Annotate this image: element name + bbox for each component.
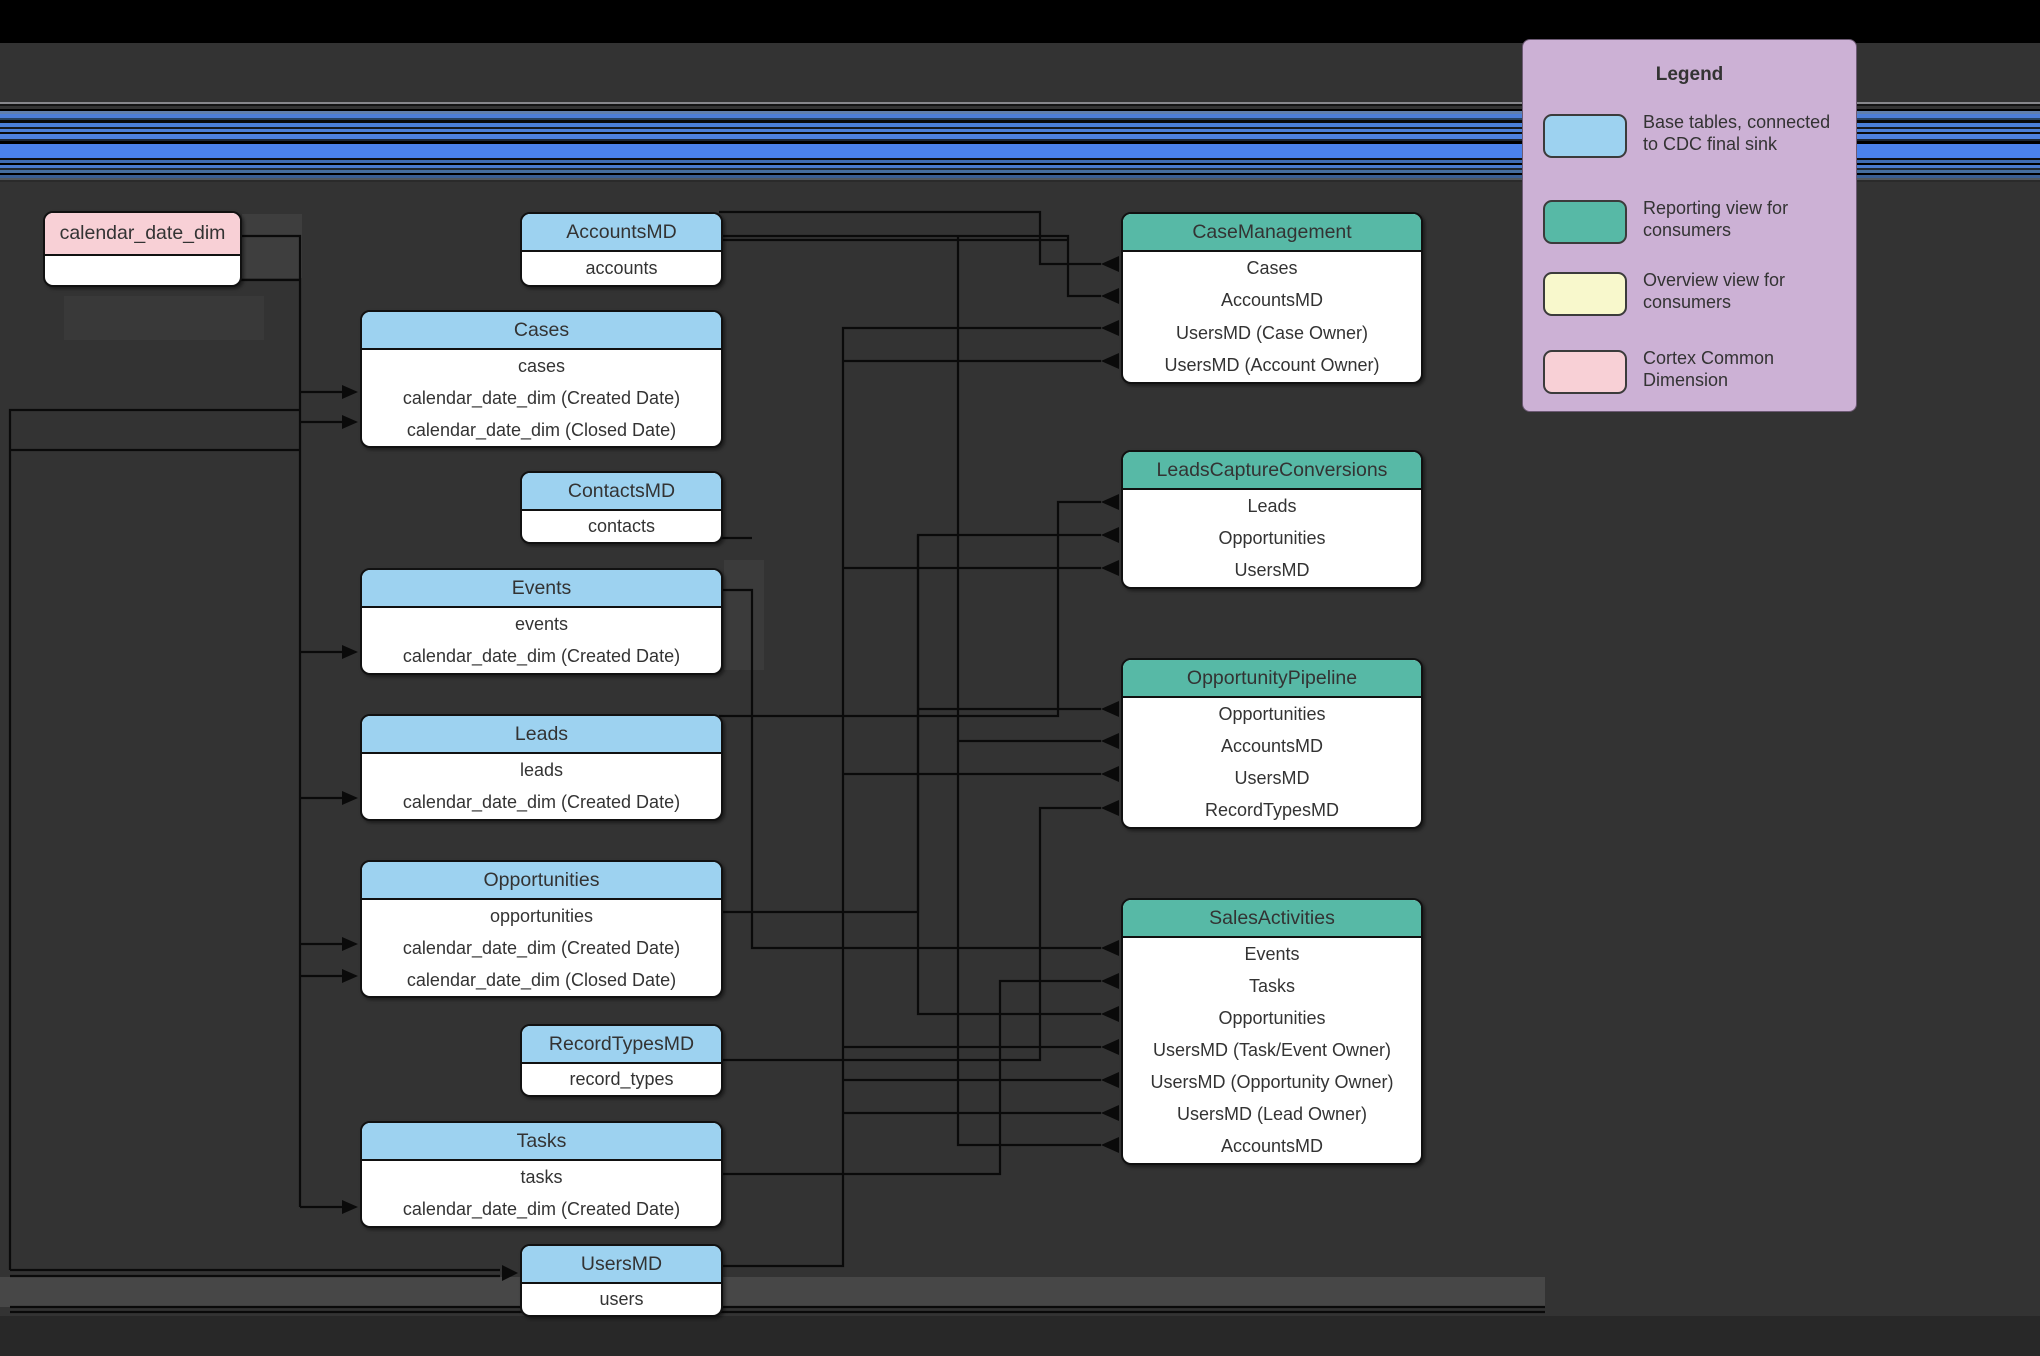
table-row[interactable]: Cases [1246, 257, 1298, 278]
table-row[interactable]: tasks [520, 1166, 563, 1187]
view-header: SalesActivities [1123, 900, 1421, 938]
table-header: ContactsMD [522, 473, 721, 511]
table-row[interactable]: calendar_date_dim (Created Date) [402, 646, 681, 667]
table-header: UsersMD [522, 1246, 721, 1284]
legend-item-reporting-view: Reporting view for consumers [1543, 198, 1843, 244]
table-opportunities[interactable]: Opportunities opportunities calendar_date… [360, 860, 723, 998]
connector-lines [8, 210, 1545, 1314]
table-header: RecordTypesMD [522, 1026, 721, 1064]
view-header: LeadsCaptureConversions [1123, 452, 1421, 490]
table-events[interactable]: Events events calendar_date_dim (Created … [360, 568, 723, 675]
table-row[interactable]: cases [517, 355, 566, 376]
legend-panel: Legend Base tables, connected to CDC fin… [1522, 39, 1857, 412]
table-row[interactable]: UsersMD (Lead Owner) [1176, 1104, 1368, 1125]
table-row[interactable]: leads [519, 759, 564, 780]
view-title: LeadsCaptureConversions [1156, 458, 1388, 481]
table-title: calendar_date_dim [59, 222, 226, 244]
table-row[interactable]: Opportunities [1218, 1007, 1326, 1028]
table-title: Leads [514, 722, 569, 745]
table-row[interactable]: Leads [1247, 495, 1297, 516]
overview-view-swatch [1543, 272, 1627, 316]
table-row[interactable]: record_types [569, 1069, 674, 1089]
table-header: Leads [362, 716, 721, 754]
arrowhead-icons [342, 256, 1119, 1281]
table-header: Events [362, 570, 721, 608]
table-row[interactable]: Tasks [1248, 975, 1295, 996]
table-row[interactable]: AccountsMD [1220, 735, 1324, 756]
table-title: Tasks [516, 1129, 567, 1152]
table-row[interactable]: UsersMD (Task/Event Owner) [1152, 1039, 1392, 1060]
table-row[interactable]: calendar_date_dim (Created Date) [402, 387, 681, 408]
table-record-types-md[interactable]: RecordTypesMD record_types [520, 1024, 723, 1097]
table-row[interactable]: AccountsMD [1220, 290, 1324, 311]
legend-item-label: Reporting view for consumers [1643, 198, 1789, 240]
table-row[interactable]: calendar_date_dim (Created Date) [402, 1199, 681, 1220]
table-leads[interactable]: Leads leads calendar_date_dim (Created Da… [360, 714, 723, 821]
reporting-view-swatch [1543, 200, 1627, 244]
table-users-md[interactable]: UsersMD users [520, 1244, 723, 1317]
table-row[interactable]: calendar_date_dim (Created Date) [402, 937, 681, 958]
table-row[interactable]: UsersMD [1234, 768, 1310, 789]
table-title: RecordTypesMD [548, 1032, 695, 1055]
table-contacts-md[interactable]: ContactsMD contacts [520, 471, 723, 544]
table-row[interactable]: RecordTypesMD [1204, 800, 1340, 821]
artifact-smudges [0, 214, 1545, 1307]
top-letterbox [0, 0, 2040, 43]
base-table-swatch [1543, 114, 1627, 158]
view-header: CaseManagement [1123, 214, 1421, 252]
table-title: ContactsMD [567, 479, 676, 502]
table-header: Cases [362, 312, 721, 350]
table-row[interactable]: UsersMD [1234, 560, 1310, 581]
table-title: AccountsMD [566, 220, 677, 243]
common-dimension-swatch [1543, 350, 1627, 394]
legend-item-label: Base tables, connected to CDC final sink [1643, 112, 1831, 154]
view-title: OpportunityPipeline [1186, 666, 1358, 689]
table-row[interactable]: Opportunities [1218, 527, 1326, 548]
table-row[interactable]: calendar_date_dim (Created Date) [402, 792, 681, 813]
view-title: CaseManagement [1192, 220, 1352, 243]
table-row[interactable]: events [514, 613, 569, 634]
table-row[interactable]: calendar_date_dim (Closed Date) [406, 969, 677, 990]
table-title: Cases [513, 318, 570, 341]
legend-item-overview-view: Overview view for consumers [1543, 270, 1843, 316]
table-tasks[interactable]: Tasks tasks calendar_date_dim (Created Da… [360, 1121, 723, 1228]
table-header: calendar_date_dim [45, 213, 240, 256]
table-row[interactable]: opportunities [489, 905, 594, 926]
table-row[interactable]: accounts [585, 258, 658, 278]
table-header: Opportunities [362, 862, 721, 900]
table-calendar-date-dim[interactable]: calendar_date_dim [43, 211, 242, 287]
table-row[interactable]: Events [1244, 943, 1300, 964]
table-cases[interactable]: Cases cases calendar_date_dim (Created Da… [360, 310, 723, 448]
table-row[interactable]: users [599, 1289, 644, 1309]
legend-item-label: Cortex Common Dimension [1643, 348, 1775, 390]
table-title: Events [511, 576, 572, 599]
table-header: AccountsMD [522, 214, 721, 252]
view-header: OpportunityPipeline [1123, 660, 1421, 698]
table-header: Tasks [362, 1123, 721, 1161]
table-title: Opportunities [483, 868, 600, 891]
table-accounts-md[interactable]: AccountsMD accounts [520, 212, 723, 287]
legend-item-label: Overview view for consumers [1643, 270, 1786, 312]
legend-title: Legend [1655, 64, 1724, 85]
table-row[interactable]: AccountsMD [1220, 1136, 1324, 1157]
legend-item-base-tables: Base tables, connected to CDC final sink [1543, 112, 1843, 158]
table-row[interactable]: UsersMD (Account Owner) [1164, 355, 1380, 376]
table-row[interactable]: contacts [587, 516, 656, 536]
view-title: SalesActivities [1209, 906, 1335, 929]
table-row[interactable]: Opportunities [1218, 703, 1326, 724]
bottom-letterbox [0, 1316, 2040, 1356]
table-row[interactable]: calendar_date_dim (Closed Date) [406, 419, 677, 440]
table-row[interactable]: UsersMD (Opportunity Owner) [1150, 1072, 1394, 1093]
legend-item-common-dimension: Cortex Common Dimension [1543, 348, 1843, 394]
table-title: UsersMD [580, 1252, 663, 1275]
table-row[interactable]: UsersMD (Case Owner) [1175, 322, 1369, 343]
